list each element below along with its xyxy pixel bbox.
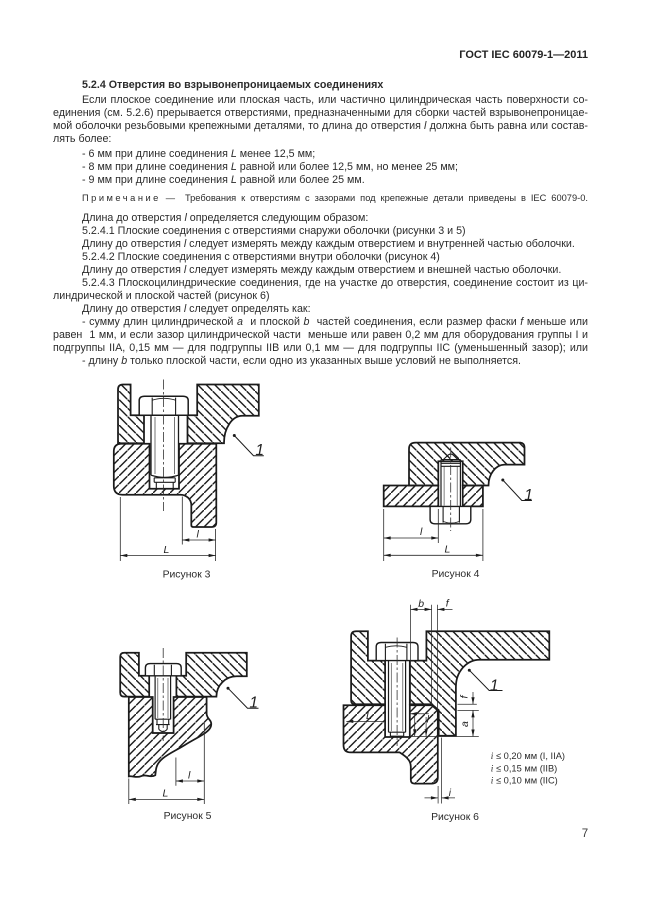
svg-text:L: L xyxy=(164,544,170,556)
svg-text:a: a xyxy=(459,721,471,727)
svg-text:1: 1 xyxy=(524,487,533,504)
svg-text:Рисунок 4: Рисунок 4 xyxy=(432,569,480,580)
svg-text:Рисунок 6: Рисунок 6 xyxy=(431,812,479,823)
svg-text:i ≤ 0,15 мм (IIB): i ≤ 0,15 мм (IIB) xyxy=(491,763,557,774)
svg-text:l: l xyxy=(197,529,200,541)
svg-text:l: l xyxy=(188,770,191,782)
svg-text:f: f xyxy=(446,597,450,609)
svg-text:l: l xyxy=(427,715,430,726)
svg-text:i ≤ 0,10 мм (IIC): i ≤ 0,10 мм (IIC) xyxy=(491,775,558,786)
svg-text:Рисунок 3: Рисунок 3 xyxy=(163,569,211,580)
svg-text:i: i xyxy=(449,788,452,799)
svg-text:Рисунок 5: Рисунок 5 xyxy=(164,811,212,822)
svg-text:l: l xyxy=(420,526,423,538)
svg-text:i ≤ 0,20 мм (I, IIA): i ≤ 0,20 мм (I, IIA) xyxy=(491,751,565,762)
svg-text:1: 1 xyxy=(249,695,258,712)
svg-text:f: f xyxy=(459,695,471,699)
svg-text:L: L xyxy=(366,710,372,722)
svg-text:L: L xyxy=(163,788,169,800)
svg-text:b: b xyxy=(418,598,424,610)
svg-text:L: L xyxy=(445,544,451,556)
svg-text:1: 1 xyxy=(255,442,264,459)
svg-text:1: 1 xyxy=(490,677,499,694)
